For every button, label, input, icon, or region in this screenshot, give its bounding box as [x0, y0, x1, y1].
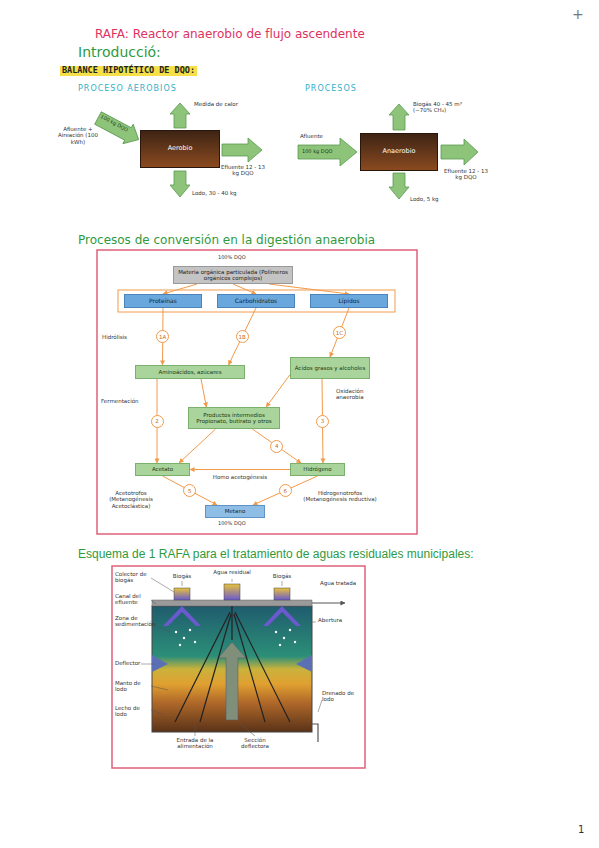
- label-text: Entrada de la alimentación: [165, 737, 225, 750]
- label-text: Deflector: [115, 660, 150, 666]
- label-text: Sección deflectora: [232, 737, 278, 750]
- label-text: Procesos de conversión en la digestión a…: [78, 234, 375, 248]
- connector: [266, 375, 290, 407]
- callout-number: 1B: [236, 330, 249, 343]
- label-text: Efluente 12 - 13 kg DQO: [218, 164, 268, 177]
- label-text: Biogás 40 - 45 m³ (~70% CH₄): [413, 101, 465, 114]
- box-text: Carbohidratos: [235, 298, 277, 305]
- connector: [201, 379, 206, 407]
- label-text: Lodo, 5 kg: [410, 196, 455, 202]
- label-text: Manto de lodo: [115, 680, 150, 693]
- label-text: Esquema de 1 RAFA para el tratamiento de…: [78, 548, 474, 562]
- label-text: Medida de calor: [194, 101, 244, 107]
- page-title: RAFA: Reactor anaerobio de flujo ascende…: [95, 28, 365, 42]
- frame: [97, 250, 417, 534]
- box-text: Acetato: [152, 466, 173, 472]
- process-box: Lípidos: [310, 294, 388, 308]
- process-box: Aminoácidos, azúcares: [135, 365, 245, 379]
- label-text: Afluente + Aireación (100 kWh): [58, 126, 98, 145]
- callout-number: 1C: [333, 326, 346, 339]
- connector: [190, 469, 290, 470]
- label-text: Biogás: [267, 573, 297, 579]
- process-box: Acetato: [135, 463, 190, 476]
- process-box: Aerobio: [140, 130, 220, 168]
- label-text: BALANCE HIPOTÉTICO DE DQO:: [60, 66, 197, 76]
- block-arrows: [93, 103, 478, 199]
- label-text: Efluente 12 - 13 kg DQO: [441, 168, 491, 181]
- label-text: Acetotrofos (Metanogénesis Acetoclástica…: [100, 490, 162, 509]
- box-text: Ácidos grasos y alcoholes: [295, 365, 366, 371]
- label-text: Agua residual: [212, 569, 252, 575]
- box-text: Materia orgánica particulada (Polímeros …: [177, 269, 289, 282]
- label-text: 1: [578, 824, 584, 836]
- callout-number: 6: [279, 484, 292, 497]
- callout-number: 3: [316, 415, 329, 428]
- connector: [229, 308, 257, 365]
- label-text: Colector de biogás: [115, 571, 150, 584]
- box-text: Metano: [225, 508, 246, 514]
- box-text: Productos intermedios Propionato, butira…: [192, 412, 276, 425]
- connector: [252, 429, 301, 463]
- process-box: Proteínas: [124, 294, 202, 308]
- connector: [330, 308, 349, 357]
- label-text: Lodo, 30 - 40 kg: [192, 190, 247, 196]
- box-text: Aminoácidos, azúcares: [158, 369, 221, 375]
- label-text: Lecho de lodo: [115, 705, 150, 718]
- label-text: PROCESO AEROBIOS: [78, 84, 177, 93]
- label-text: Hidrogenotrofos (Metanogénesis reductiva…: [300, 490, 380, 503]
- connector: [233, 284, 256, 294]
- connector: [163, 476, 218, 505]
- bracket: [118, 290, 395, 312]
- label-text: Biogás: [167, 573, 197, 579]
- label-text: Afluente: [300, 133, 323, 139]
- label-text: 100% DQO: [218, 255, 246, 261]
- label-text: Oxidación anaerobia: [336, 388, 382, 401]
- connector: [179, 429, 216, 463]
- callout-number: 1A: [156, 330, 169, 343]
- callout-number: 2: [151, 415, 164, 428]
- label-text: Zona de sedimentación: [115, 615, 150, 628]
- process-box: Materia orgánica particulada (Polímeros …: [173, 266, 293, 284]
- label-text: PROCESOS: [305, 84, 357, 93]
- process-box: Ácidos grasos y alcoholes: [290, 357, 370, 379]
- label-text: +: [572, 6, 584, 22]
- frame: [112, 566, 365, 768]
- process-box: Anaerobio: [360, 133, 438, 171]
- box-text: Anaerobio: [383, 148, 416, 155]
- process-box: Carbohidratos: [217, 294, 295, 308]
- connector: [269, 284, 349, 294]
- leader-lines: [141, 578, 322, 736]
- label-text: 100 kg DQO: [302, 149, 333, 155]
- process-box: Metano: [205, 505, 265, 518]
- box-text: Aerobio: [168, 145, 193, 152]
- label-text: Canal del efluente: [115, 593, 150, 606]
- callout-number: 4: [270, 440, 283, 453]
- process-box: Productos intermedios Propionato, butira…: [188, 407, 280, 429]
- label-text: Introducció:: [78, 44, 161, 60]
- label-text: Abertura: [318, 617, 360, 623]
- label-text: Agua tratada: [320, 580, 362, 586]
- process-box: Hidrógeno: [290, 463, 345, 476]
- box-text: Hidrógeno: [303, 466, 331, 472]
- connector: [163, 284, 197, 294]
- label-text: Fermentación: [101, 398, 151, 404]
- reactor: [152, 584, 345, 742]
- label-text: Drenado de lodo: [322, 690, 362, 703]
- callout-number: 5: [183, 484, 196, 497]
- label-text: Hidrólisis: [102, 334, 136, 340]
- box-text: Proteínas: [149, 298, 177, 305]
- box-text: Lípidos: [338, 298, 359, 305]
- label-text: Homo acetogénesis: [200, 474, 280, 480]
- label-text: 100% DQO: [218, 521, 246, 527]
